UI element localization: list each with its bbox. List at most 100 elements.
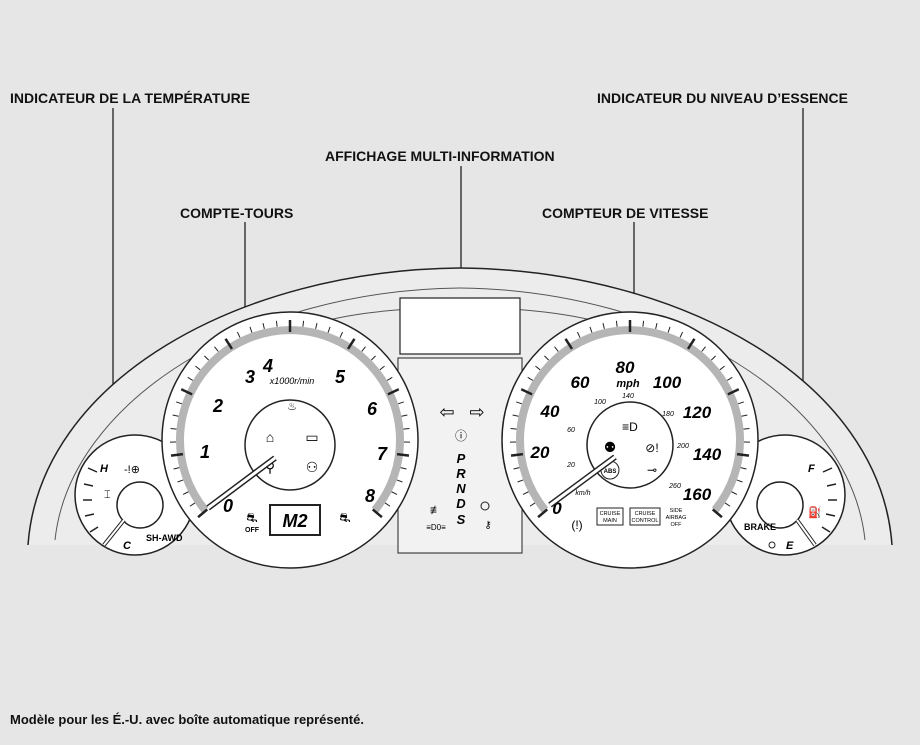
dial-tick (576, 331, 581, 338)
fuel-pump-icon: ⛽ (808, 506, 822, 519)
gear-n: N (456, 481, 466, 496)
label-fuel: INDICATEUR DU NIVEAU D’ESSENCE (597, 90, 848, 106)
dial-tick (170, 452, 184, 457)
mph-label-160: 160 (683, 485, 712, 504)
mph-label-0: 0 (552, 499, 562, 518)
dial-tick (589, 326, 593, 333)
side-airbag-l1: SIDE (670, 508, 683, 514)
lights-on-icon: ≡D0≡ (426, 523, 446, 532)
tach-label-1: 1 (200, 442, 210, 462)
mph-label-60: 60 (571, 373, 590, 392)
dial-tick (731, 491, 738, 495)
gear-mode-display (269, 504, 321, 536)
dial-tick (195, 365, 201, 371)
abs-label: ABS (604, 469, 617, 475)
dial-tick (686, 338, 696, 350)
dial-tick (224, 338, 234, 350)
dial-tick (379, 365, 385, 371)
battery-icon: ▭ (305, 429, 318, 445)
dial-tick (204, 355, 210, 361)
dial-tick (513, 467, 520, 470)
dial-tick (527, 376, 534, 381)
dial-tick (396, 479, 403, 483)
dial-tick (249, 326, 253, 333)
dial-tick (667, 326, 671, 333)
dial-tick (710, 355, 716, 361)
security-indicator (480, 501, 490, 511)
label-speedometer: COMPTEUR DE VITESSE (542, 205, 709, 221)
gear-r: R (456, 466, 466, 481)
kmh-label-260: 260 (668, 483, 681, 490)
adaptive-light-icon: ⊸ (647, 463, 657, 477)
label-tachometer: COMPTE-TOURS (180, 205, 294, 221)
dial-tick (387, 388, 400, 396)
mph-label-120: 120 (683, 403, 712, 422)
srs-airbag-icon: ⚉ (604, 439, 617, 455)
awd-warning-icon: -!⊕ (124, 464, 140, 476)
dial-tick (176, 401, 183, 405)
dial-tick (520, 388, 533, 396)
dial-tick (554, 346, 559, 352)
gear-mode-text: M2 (282, 511, 307, 531)
dial-tick (396, 452, 410, 457)
gear-p: P (457, 451, 466, 466)
dial-tick (400, 467, 407, 470)
tpms-icon: (!) (571, 518, 582, 532)
center-panel (397, 357, 523, 554)
dial-tick (642, 320, 645, 327)
kmh-unit: km/h (575, 490, 590, 497)
dial-tick (180, 388, 193, 396)
tach-unit: x1000r/min (269, 376, 315, 386)
check-engine-icon: ⌂ (266, 429, 274, 445)
mph-label-20: 20 (530, 443, 550, 462)
dial-tick (275, 320, 278, 327)
temp-hot-label: H (100, 463, 109, 475)
brake-label: BRAKE (744, 522, 776, 532)
sh-awd-label: SH-AWD (146, 533, 183, 543)
cruise-control-indicator (629, 507, 661, 526)
tach-label-3: 3 (245, 367, 255, 387)
dial-tick (214, 346, 219, 352)
dial-tick (529, 502, 536, 507)
dial-tick (517, 479, 524, 483)
speedo-indicator-circle (586, 401, 674, 489)
label-temperature: INDICATEUR DE LA TEMPÉRATURE (10, 90, 251, 106)
tach-label-8: 8 (365, 486, 375, 506)
gear-d: D (456, 496, 466, 511)
dial-tick (510, 428, 517, 430)
dial-tick (384, 502, 391, 507)
kmh-label-140: 140 (622, 393, 634, 400)
dial-tick (370, 355, 376, 361)
tach-label-5: 5 (335, 367, 346, 387)
oil-pressure-icon: ♨ (287, 401, 297, 413)
dial-tick (182, 491, 189, 495)
dial-tick (544, 355, 550, 361)
immobilizer-icon: ⚷ (484, 520, 491, 531)
fuel-gauge-hub (756, 481, 804, 529)
turn-right-icon: ⇨ (469, 402, 484, 422)
dial-tick (177, 479, 184, 483)
dial-tick (236, 331, 241, 338)
high-beam-icon: ≡D (622, 420, 638, 434)
dial-tick (170, 428, 177, 430)
vsa-icon: ⛐ (246, 510, 257, 525)
mph-label-80: 80 (616, 358, 635, 377)
dial-tick (737, 401, 744, 405)
temp-cold-label: C (123, 540, 132, 552)
dial-tick (679, 331, 684, 338)
cruise-main-indicator (596, 507, 624, 526)
side-airbag-l3: OFF (671, 522, 683, 528)
dial-tick (510, 452, 524, 457)
dial-tick (701, 346, 706, 352)
dial-tick (371, 508, 383, 519)
kmh-label-200: 200 (676, 443, 689, 450)
cruise-main-l1: CRUISE (600, 511, 621, 517)
cruise-control-l2: CONTROL (632, 518, 659, 524)
dial-tick (327, 326, 331, 333)
tach-label-4: 4 (262, 356, 273, 376)
temperature-gauge-hub (116, 481, 164, 529)
dial-tick (736, 452, 750, 457)
dial-tick (727, 388, 740, 396)
tach-label-7: 7 (377, 444, 388, 464)
